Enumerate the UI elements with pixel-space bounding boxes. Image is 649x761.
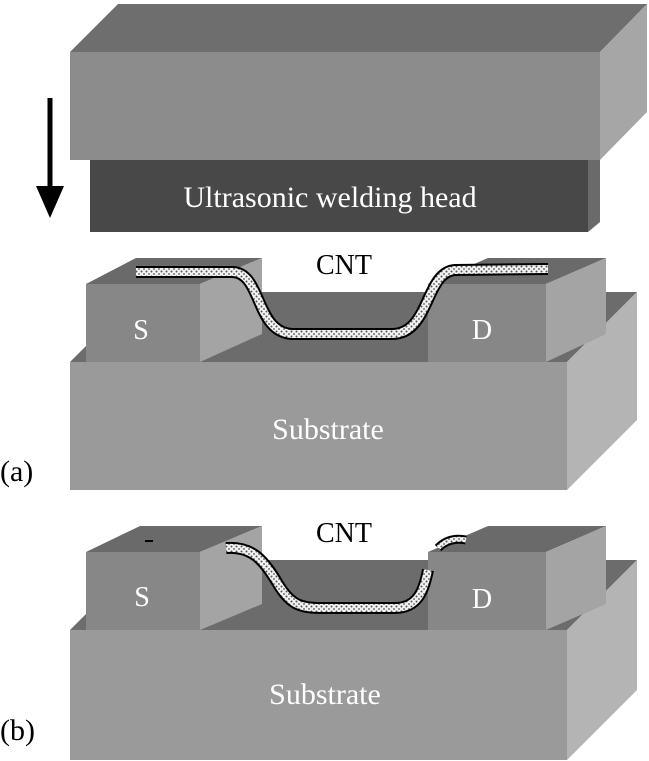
source-b-front-face — [86, 552, 200, 630]
substrate-b-label: Substrate — [269, 678, 381, 711]
drain-b-top-face — [428, 526, 606, 552]
source-b-top-face — [86, 526, 262, 552]
welding-head-top-face — [70, 4, 647, 52]
substrate-a-front-face — [70, 362, 567, 490]
welding-head: Ultrasonic welding head — [70, 4, 647, 232]
panel-a: Substrate S D CNT (a) — [0, 250, 637, 490]
welding-horn — [90, 160, 588, 232]
cnt-b-texture — [225, 543, 432, 612]
drain-electrode-a: D — [428, 258, 606, 362]
substrate-a-side-face — [567, 292, 637, 490]
cnt-b-label: CNT — [316, 518, 372, 549]
drain-b-front-face — [428, 552, 546, 630]
drain-electrode-b: D — [428, 526, 606, 630]
panel-b: Substrate S D CNT (b) — [0, 518, 637, 760]
drain-b-side-face — [546, 526, 606, 630]
welding-head-label: Ultrasonic welding head — [183, 181, 476, 214]
welding-head-front-face — [70, 52, 600, 160]
source-electrode-b: S — [86, 526, 262, 630]
source-b-label: S — [134, 582, 150, 613]
welding-head-side-face — [600, 4, 647, 160]
cnt-a-texture — [136, 265, 549, 338]
source-a-label: S — [133, 315, 149, 346]
cnt-b-welded-end-texture — [436, 536, 467, 550]
cnt-a-label: CNT — [316, 250, 372, 281]
drain-a-front-face — [428, 284, 546, 362]
source-a-front-face — [86, 284, 200, 362]
panel-b-tag: (b) — [0, 714, 35, 747]
drain-a-label: D — [472, 315, 492, 346]
drain-a-side-face — [546, 258, 606, 362]
panel-a-tag: (a) — [0, 455, 33, 488]
drain-b-label: D — [472, 584, 492, 615]
substrate-b-front-face — [70, 630, 567, 760]
welding-horn-side-face — [588, 160, 600, 232]
substrate-a-label: Substrate — [272, 413, 384, 446]
substrate-b-side-face — [567, 560, 637, 760]
press-direction-arrow — [36, 98, 64, 218]
